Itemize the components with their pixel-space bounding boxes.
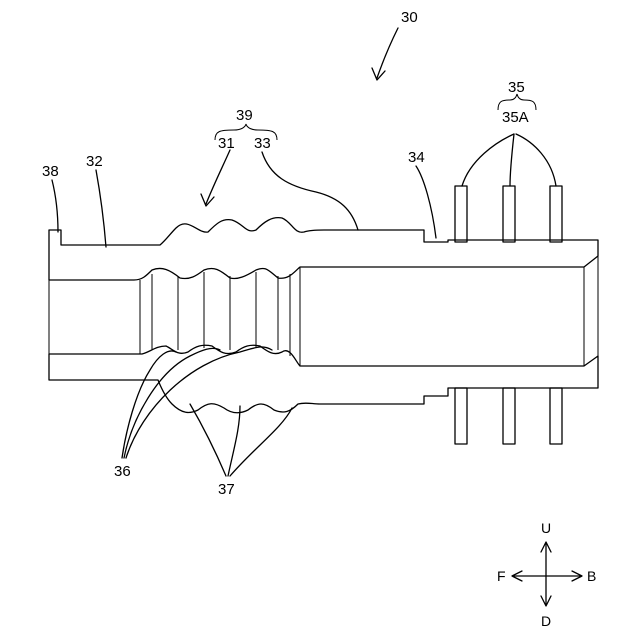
label-39: 39 [236, 107, 253, 124]
label-35a: 35A [502, 109, 529, 126]
lower-fin-1 [455, 388, 467, 444]
upper-fins [455, 186, 562, 242]
direction-down-label: D [541, 613, 551, 629]
pipe-body [49, 218, 598, 413]
label-33: 33 [254, 135, 271, 152]
direction-up-label: U [541, 520, 551, 536]
direction-front-label: F [497, 568, 506, 584]
label-35: 35 [508, 79, 525, 96]
lower-fin-2 [503, 388, 515, 444]
lower-fin-3 [550, 388, 562, 444]
label-36: 36 [114, 463, 131, 480]
upper-fin-3 [550, 186, 562, 242]
direction-back-label: B [587, 568, 596, 584]
label-34: 34 [408, 149, 425, 166]
upper-fin-2 [503, 186, 515, 242]
lower-fins [455, 388, 562, 444]
reference-labels: 30 39 31 33 38 32 34 35 35A 36 37 [42, 9, 529, 498]
label-32: 32 [86, 153, 103, 170]
label-30: 30 [401, 9, 418, 26]
leaders [52, 28, 556, 476]
label-31: 31 [218, 135, 235, 152]
label-38: 38 [42, 163, 59, 180]
label-37: 37 [218, 481, 235, 498]
upper-fin-1 [455, 186, 467, 242]
bore [49, 230, 598, 380]
direction-indicator: U D F B [497, 520, 596, 629]
